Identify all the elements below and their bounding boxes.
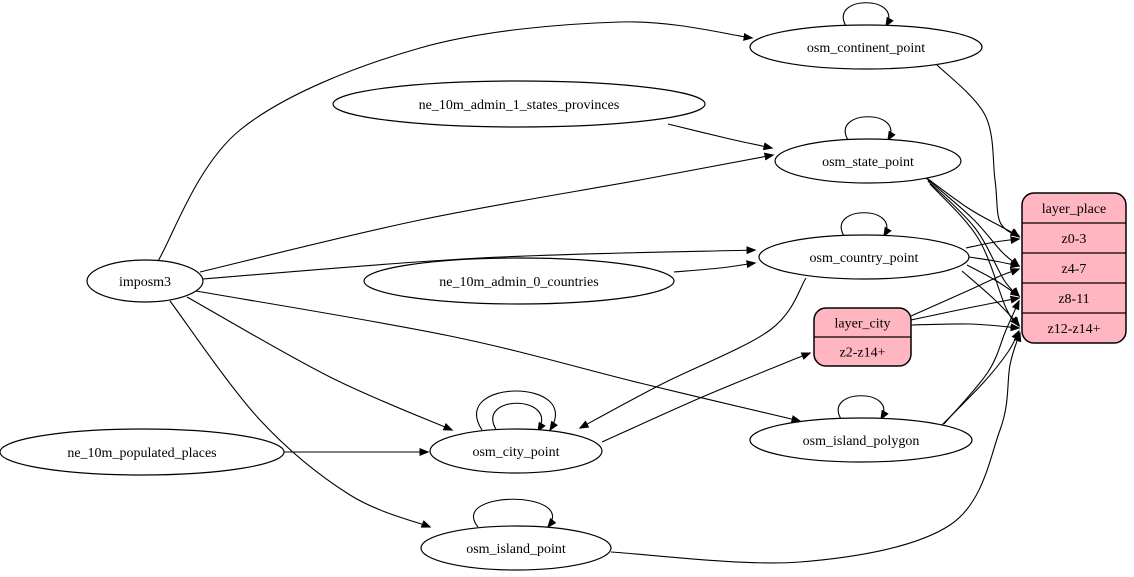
edge-osm_island_polygon-to-layer_place-z12-z14+ [939,329,1020,428]
record-row-label-z8-11: z8-11 [1058,292,1089,307]
record-row-label-z2-z14+: z2-z14+ [840,346,886,361]
edge-imposm3-to-osm_island_point [169,300,432,528]
self-loop-osm_island_point [473,498,557,529]
node-osm_island_polygon: osm_island_polygon [749,417,973,463]
edge-imposm3-to-osm_state_point [199,152,775,273]
node-shape [363,257,675,305]
node-osm_continent_point: osm_continent_point [749,24,983,70]
record-shape [1021,192,1127,344]
node-label: ne_10m_admin_0_countries [439,275,598,290]
edge-osm_country_point-to-layer_place-z12-z14+ [961,270,1021,327]
node-ne_10m_admin_0_countries: ne_10m_admin_0_countries [363,257,675,305]
node-label: osm_city_point [472,445,559,460]
edge-ne_10m_admin_0_countries-to-osm_country_point [673,260,757,273]
node-label: osm_continent_point [807,41,925,56]
self-loop-osm_island_polygon [837,395,889,421]
node-ne_10m_populated_places: ne_10m_populated_places [0,428,285,476]
node-shape [758,234,970,280]
record-row-label-z0-3: z0-3 [1062,232,1087,247]
edge-layer_city-to-layer_place-z12-z14+ [910,323,1021,332]
self-loop-osm_state_point [844,116,896,142]
edge-osm_country_point-to-layer_place-z4-7 [968,256,1021,269]
node-ne_10m_admin_1_states_provinces: ne_10m_admin_1_states_provinces [332,80,706,128]
node-label: osm_country_point [810,251,919,266]
node-osm_country_point: osm_country_point [758,234,970,280]
node-imposm3: imposm3 [86,259,204,303]
node-label: ne_10m_admin_1_states_provinces [419,98,620,113]
node-layer_place: layer_place z0-3 z4-7 z8-11 z12-z14+ [1021,192,1127,344]
node-shape [420,525,612,571]
edge-osm_island_point-to-layer_place-z12-z14+ [610,331,1022,564]
node-shape [332,80,706,128]
edge-osm_state_point-to-layer_place-z8-11 [927,180,1021,298]
node-label: ne_10m_populated_places [67,446,216,461]
edge-osm_island_polygon-to-layer_place-z8-11 [943,299,1020,425]
edge-osm_country_point-to-layer_place-z8-11 [966,264,1021,297]
record-row-label-z4-7: z4-7 [1062,262,1087,277]
self-loop-osm_city_point [492,402,546,433]
node-osm_island_point: osm_island_point [420,525,612,571]
edge-imposm3-to-osm_country_point [202,246,757,280]
node-shape [774,138,962,184]
edge-layer_city-to-layer_place-z8-11 [910,295,1021,321]
edge-layer_city-to-layer_place-z4-7 [910,268,1021,317]
node-shape [429,428,603,474]
edge-osm_state_point-to-layer_place-z0-3 [923,175,1021,237]
edge-osm_city_point-to-layer_city-z2-z14+ [601,352,812,443]
node-osm_city_point: osm_city_point [429,428,603,474]
record-row-label-layer_city: layer_city [835,317,891,332]
record-row-label-layer_place: layer_place [1042,202,1107,217]
self-loop-osm_city_point [475,390,558,432]
self-loop-osm_continent_point [842,2,894,28]
edge-imposm3-to-osm_island_polygon [195,290,802,423]
edge-osm_country_point-to-layer_place-z0-3 [965,236,1021,249]
self-loop-osm_country_point [840,212,892,238]
edge-osm_country_point-to-osm_city_point [578,277,807,429]
node-label: osm_island_point [466,542,566,557]
node-shape [749,417,973,463]
record-row-label-z12-z14+: z12-z14+ [1048,322,1101,337]
node-shape [0,428,285,476]
edge-ne_10m_admin_1_states_provinces-to-osm_state_point [667,123,774,151]
node-shape [749,24,983,70]
edge-imposm3-to-osm_continent_point [157,21,754,262]
node-osm_state_point: osm_state_point [774,138,962,184]
node-label: osm_island_polygon [803,434,920,449]
node-label: osm_state_point [822,155,914,170]
node-label: imposm3 [119,275,171,290]
node-shape [86,259,204,303]
edge-imposm3-to-osm_city_point [186,296,454,431]
node-layer_city: layer_city z2-z14+ [813,307,912,367]
